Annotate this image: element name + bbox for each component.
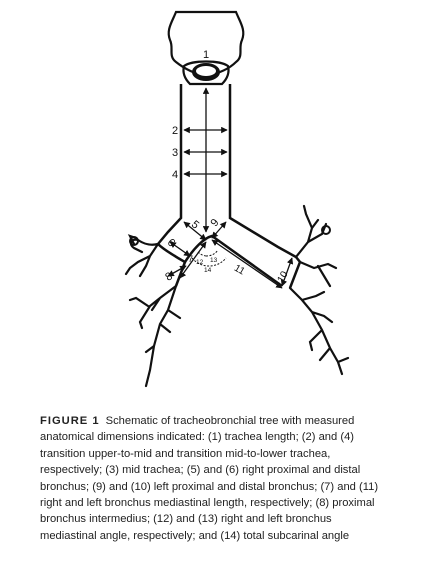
figure-label: FIGURE 1 bbox=[40, 415, 100, 427]
measure-left-proximal-bronchus bbox=[211, 221, 227, 239]
measure-right-proximal-bronchus bbox=[183, 221, 207, 241]
label-4: 4 bbox=[172, 169, 178, 181]
left-main-bronchus bbox=[288, 256, 302, 289]
label-14: 14 bbox=[204, 267, 212, 274]
angle-right-mediastinal bbox=[197, 251, 207, 257]
label-5: 5 bbox=[189, 218, 201, 231]
label-12: 12 bbox=[196, 259, 204, 266]
label-7: 7 bbox=[188, 254, 193, 264]
trachea-wall bbox=[157, 84, 183, 245]
angle-total-subcarinal bbox=[191, 257, 227, 267]
label-10: 10 bbox=[276, 269, 291, 285]
label-11: 11 bbox=[232, 263, 247, 278]
label-6: 6 bbox=[165, 236, 177, 249]
label-2: 2 bbox=[172, 125, 178, 137]
caption-text: Schematic of tracheobronchial tree with … bbox=[40, 415, 379, 542]
label-13: 13 bbox=[210, 257, 218, 264]
measure-left-distal-bronchus bbox=[280, 257, 294, 287]
left-bronchial-tree bbox=[288, 204, 350, 376]
label-8: 8 bbox=[163, 270, 174, 283]
cricoid-cartilage bbox=[182, 60, 230, 86]
trachea-wall bbox=[228, 84, 297, 259]
measure-left-mediastinal-length bbox=[211, 239, 283, 289]
angle-left-mediastinal bbox=[205, 249, 219, 257]
tracheobronchial-diagram: 1 2 3 4 5 6 7 8 9 10 11 12 13 14 bbox=[124, 10, 350, 388]
label-3: 3 bbox=[172, 147, 178, 159]
measure-bronchus-intermedius bbox=[167, 265, 187, 277]
right-bronchial-tree bbox=[124, 234, 182, 388]
label-9: 9 bbox=[208, 217, 221, 229]
label-1: 1 bbox=[203, 49, 209, 61]
